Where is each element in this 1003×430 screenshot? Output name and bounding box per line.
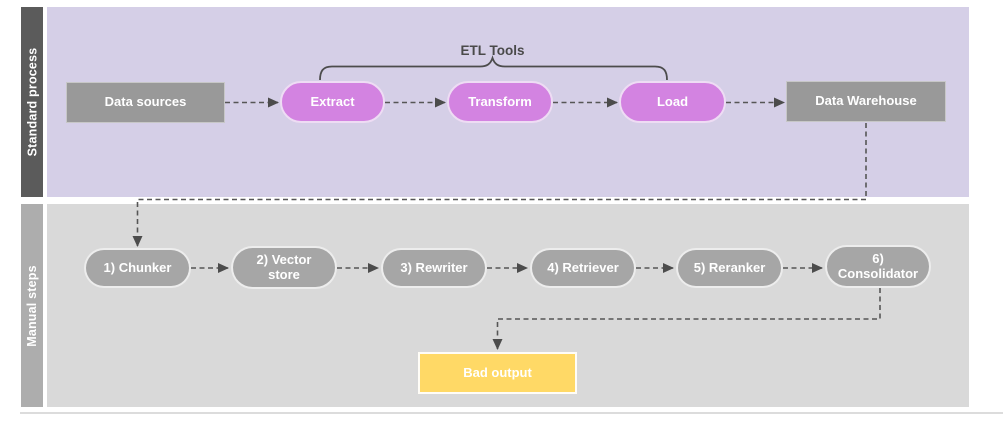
load-label: Load <box>656 93 689 109</box>
bad-output-node: Bad output <box>418 352 577 394</box>
data-warehouse-label: Data Warehouse <box>815 93 917 109</box>
retriever-node: 4) Retriever <box>530 248 636 288</box>
rewriter-label: 3) Rewriter <box>400 259 468 275</box>
load-node: Load <box>619 81 726 123</box>
retriever-label: 4) Retriever <box>547 259 619 275</box>
data-sources-label: Data sources <box>104 94 187 110</box>
reranker-node: 5) Reranker <box>676 248 783 288</box>
consolidator-node: 6) Consolidator <box>825 245 931 288</box>
canvas-bottom-divider <box>20 412 1003 414</box>
bad-output-label: Bad output <box>463 364 532 380</box>
lane-manual-steps-header: Manual steps <box>21 204 43 407</box>
consolidator-label: 6) Consolidator <box>837 250 919 281</box>
etl-tools-label: ETL Tools <box>460 43 525 58</box>
extract-node: Extract <box>280 81 385 123</box>
data-sources-node: Data sources <box>66 82 225 123</box>
vector-store-node: 2) Vector store <box>231 246 337 289</box>
lane-manual-steps-label: Manual steps <box>25 264 39 347</box>
vector-store-label: 2) Vector store <box>256 251 312 282</box>
chunker-label: 1) Chunker <box>103 259 172 275</box>
reranker-label: 5) Reranker <box>693 259 766 275</box>
chunker-node: 1) Chunker <box>84 248 191 288</box>
lane-standard-process-header: Standard process <box>21 7 43 197</box>
data-warehouse-node: Data Warehouse <box>786 81 946 122</box>
lane-standard-process-label: Standard process <box>25 47 40 157</box>
transform-node: Transform <box>447 81 553 123</box>
transform-label: Transform <box>468 93 532 109</box>
extract-label: Extract <box>310 93 355 109</box>
rewriter-node: 3) Rewriter <box>381 248 487 288</box>
